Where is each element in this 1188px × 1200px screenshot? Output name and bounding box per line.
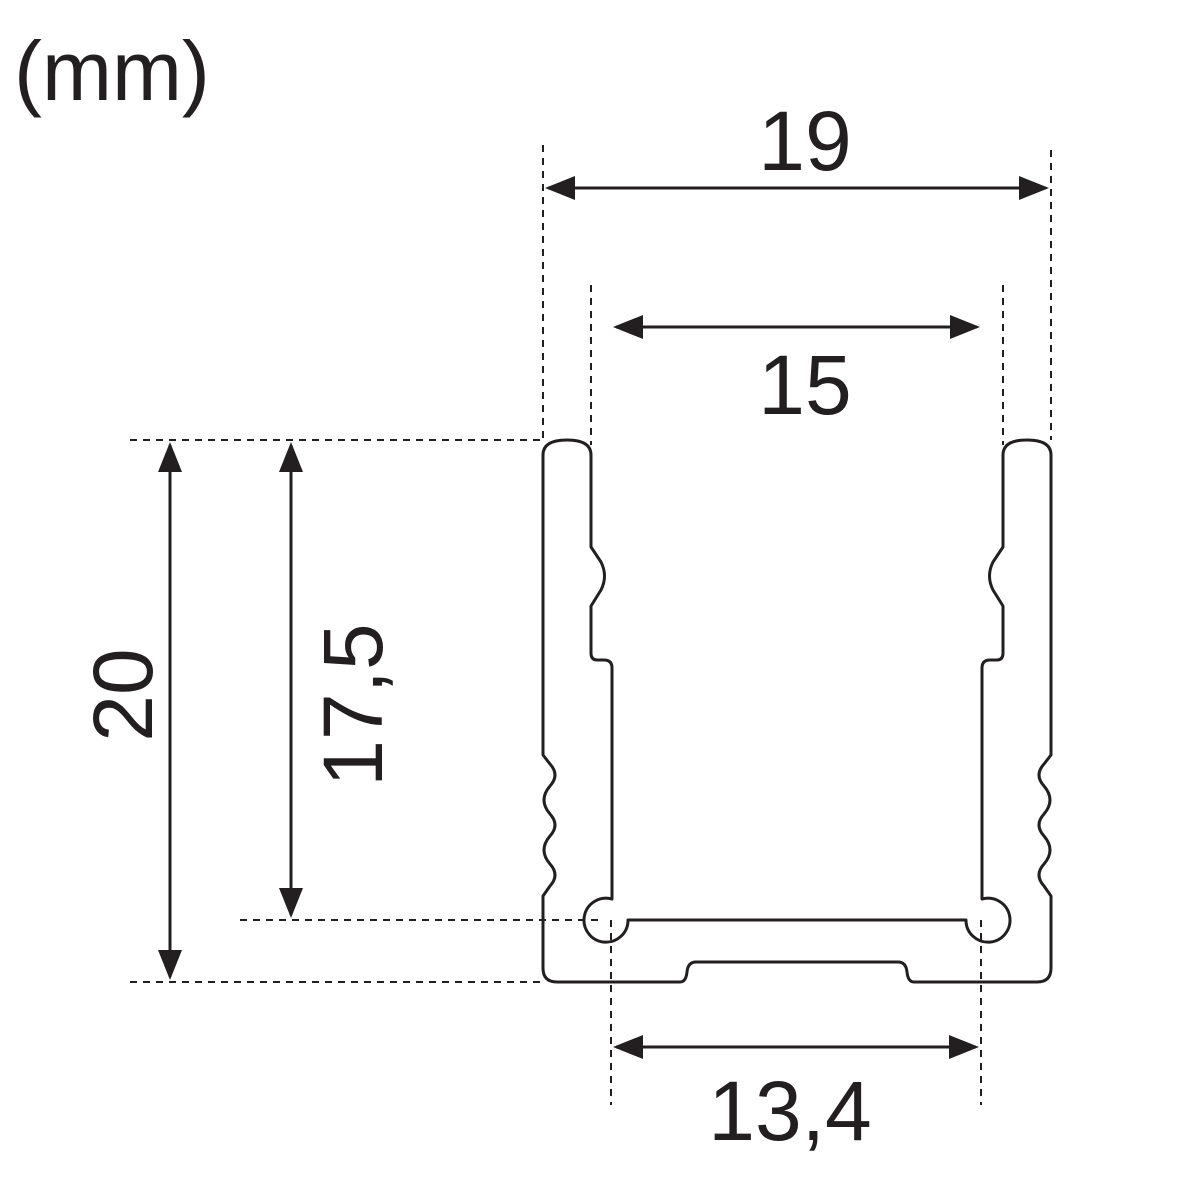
inner-width-label: 15 xyxy=(758,338,851,432)
outer-width-label: 19 xyxy=(758,94,851,188)
units-label: (mm) xyxy=(14,24,210,118)
outer-height-label: 20 xyxy=(76,648,170,741)
extension-lines xyxy=(130,145,1052,1105)
base-width-label: 13,4 xyxy=(708,1064,872,1158)
inner-height-label: 17,5 xyxy=(306,623,400,787)
profile-outline xyxy=(541,438,1053,984)
